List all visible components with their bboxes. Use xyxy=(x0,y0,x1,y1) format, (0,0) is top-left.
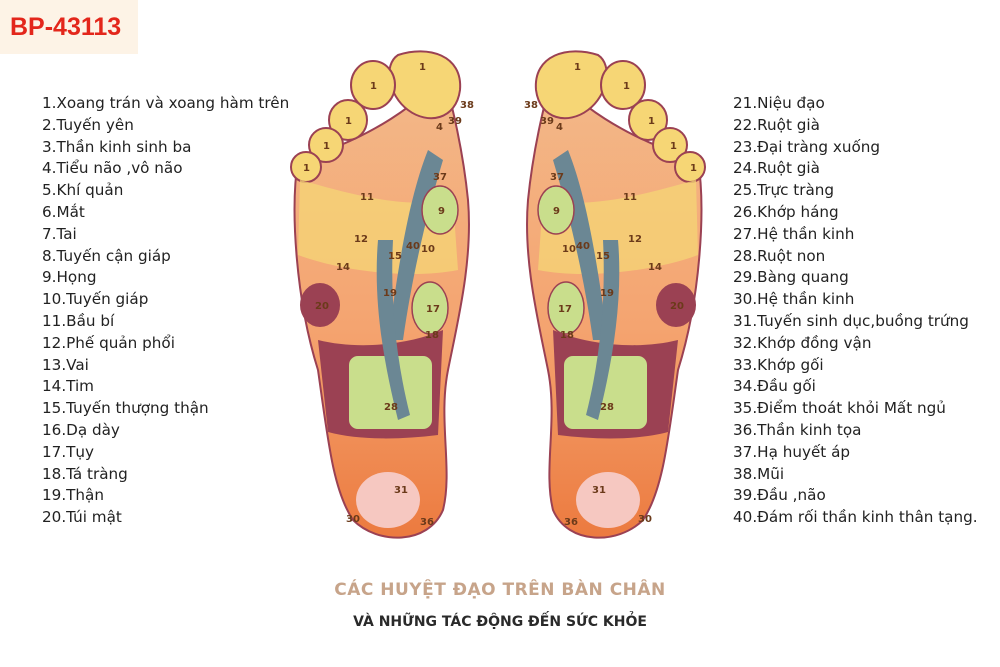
legend-item: 5.Khí quản xyxy=(42,181,124,200)
svg-text:18: 18 xyxy=(560,330,574,341)
svg-text:1: 1 xyxy=(623,81,630,92)
svg-text:19: 19 xyxy=(600,288,614,299)
legend-item: 37.Hạ huyết áp xyxy=(733,442,851,461)
svg-text:17: 17 xyxy=(426,304,440,315)
legend-item: 29.Bàng quang xyxy=(733,268,849,287)
legend-item: 27.Hệ thần kinh xyxy=(733,224,855,243)
svg-text:38: 38 xyxy=(524,100,538,111)
legend-item: 36.Thần kinh tọa xyxy=(733,420,862,439)
svg-text:30: 30 xyxy=(638,514,652,525)
svg-text:18: 18 xyxy=(425,330,439,341)
legend-item: 10.Tuyến giáp xyxy=(42,290,149,309)
svg-text:28: 28 xyxy=(600,402,614,413)
svg-text:20: 20 xyxy=(670,301,684,312)
legend-item: 16.Dạ dày xyxy=(42,420,120,439)
svg-text:1: 1 xyxy=(419,62,426,73)
legend-item: 20.Túi mật xyxy=(42,508,122,527)
svg-text:36: 36 xyxy=(420,517,434,528)
legend-item: 38.Mũi xyxy=(733,464,785,483)
svg-text:12: 12 xyxy=(354,234,368,245)
legend-item: 25.Trực tràng xyxy=(733,181,835,200)
legend-item: 9.Họng xyxy=(42,268,97,287)
svg-text:40: 40 xyxy=(406,241,420,252)
svg-text:1: 1 xyxy=(303,163,310,174)
svg-text:38: 38 xyxy=(460,100,474,111)
legend-item: 4.Tiểu não ,vô não xyxy=(42,159,183,178)
legend-item: 2.Tuyến yên xyxy=(42,115,134,134)
legend-item: 17.Tụy xyxy=(42,442,95,461)
legend-item: 34.Đầu gối xyxy=(733,377,816,396)
svg-text:1: 1 xyxy=(648,116,655,127)
product-code: BP-43113 xyxy=(0,0,138,54)
legend-item: 13.Vai xyxy=(42,355,89,374)
svg-text:39: 39 xyxy=(540,116,554,127)
svg-text:1: 1 xyxy=(345,116,352,127)
svg-text:15: 15 xyxy=(388,251,402,262)
legend-item: 30.Hệ thần kinh xyxy=(733,290,855,309)
legend-item: 28.Ruột non xyxy=(733,246,826,265)
svg-text:30: 30 xyxy=(346,514,360,525)
svg-text:1: 1 xyxy=(670,141,677,152)
legend-item: 3.Thần kinh sinh ba xyxy=(42,137,192,156)
legend-item: 14.Tim xyxy=(42,377,94,396)
legend-item: 40.Đám rối thần kinh thân tạng. xyxy=(733,508,978,527)
legend-item: 15.Tuyến thượng thận xyxy=(42,399,209,418)
legend-item: 11.Bầu bí xyxy=(42,311,115,330)
svg-text:37: 37 xyxy=(433,172,447,183)
legend-item: 21.Niệu đạo xyxy=(733,94,825,112)
svg-text:1: 1 xyxy=(574,62,581,73)
legend-item: 18.Tá tràng xyxy=(42,464,128,483)
legend-item: 33.Khớp gối xyxy=(733,355,824,374)
legend-item: 8.Tuyến cận giáp xyxy=(42,246,171,265)
legend-item: 12.Phế quản phổi xyxy=(42,333,175,352)
svg-text:28: 28 xyxy=(384,402,398,413)
legend-item: 23.Đại tràng xuống xyxy=(733,137,881,156)
svg-text:14: 14 xyxy=(648,262,662,273)
legend-item: 31.Tuyến sinh dục,buồng trứng xyxy=(733,311,969,330)
legend-item: 22.Ruột già xyxy=(733,115,820,134)
feet-diagram: 1 1 1 1 1 4 39 38 37 9 40 10 12 11 14 15… xyxy=(290,50,706,539)
left-foot: 1 1 1 1 1 4 39 38 37 9 40 10 12 11 14 15… xyxy=(290,50,474,539)
svg-text:31: 31 xyxy=(394,485,408,496)
svg-text:9: 9 xyxy=(553,206,560,217)
legend-item: 35.Điểm thoát khỏi Mất ngủ xyxy=(733,399,946,418)
svg-text:9: 9 xyxy=(438,206,445,217)
right-foot-labels: 1 1 1 1 1 4 39 38 37 9 40 10 12 11 14 15… xyxy=(524,62,697,528)
svg-text:1: 1 xyxy=(690,163,697,174)
svg-text:1: 1 xyxy=(370,81,377,92)
legend-item: 24.Ruột già xyxy=(733,159,820,178)
svg-text:15: 15 xyxy=(596,251,610,262)
legend-item: 7.Tai xyxy=(42,224,77,243)
diagram-subtitle: VÀ NHỮNG TÁC ĐỘNG ĐẾN SỨC KHỎE xyxy=(353,614,647,630)
legend-item: 19.Thận xyxy=(42,486,104,505)
svg-text:12: 12 xyxy=(628,234,642,245)
svg-text:40: 40 xyxy=(576,241,590,252)
diagram-title: CÁC HUYỆT ĐẠO TRÊN BÀN CHÂN xyxy=(334,580,666,600)
svg-text:10: 10 xyxy=(421,244,435,255)
svg-text:11: 11 xyxy=(623,192,637,203)
svg-text:39: 39 xyxy=(448,116,462,127)
svg-text:1: 1 xyxy=(323,141,330,152)
svg-text:17: 17 xyxy=(558,304,572,315)
svg-text:10: 10 xyxy=(562,244,576,255)
svg-text:19: 19 xyxy=(383,288,397,299)
svg-text:20: 20 xyxy=(315,301,329,312)
svg-text:31: 31 xyxy=(592,485,606,496)
legend-item: 32.Khớp đồng vận xyxy=(733,333,872,352)
svg-text:37: 37 xyxy=(550,172,564,183)
legend-list-left: 1.Xoang trán và xoang hàm trên 2.Tuyến yê… xyxy=(42,93,289,529)
svg-text:14: 14 xyxy=(336,262,350,273)
svg-text:11: 11 xyxy=(360,192,374,203)
legend-item: 6.Mắt xyxy=(42,202,85,221)
legend-item: 39.Đầu ,não xyxy=(733,486,826,505)
svg-text:4: 4 xyxy=(436,122,443,133)
svg-text:36: 36 xyxy=(564,517,578,528)
right-foot xyxy=(526,50,706,539)
svg-text:4: 4 xyxy=(556,122,563,133)
legend-list-right: 21.Niệu đạo 22.Ruột già 23.Đại tràng xuống… xyxy=(733,93,978,529)
legend-item: 26.Khớp háng xyxy=(733,202,839,221)
legend-item: 1.Xoang trán và xoang hàm trên xyxy=(42,94,290,112)
